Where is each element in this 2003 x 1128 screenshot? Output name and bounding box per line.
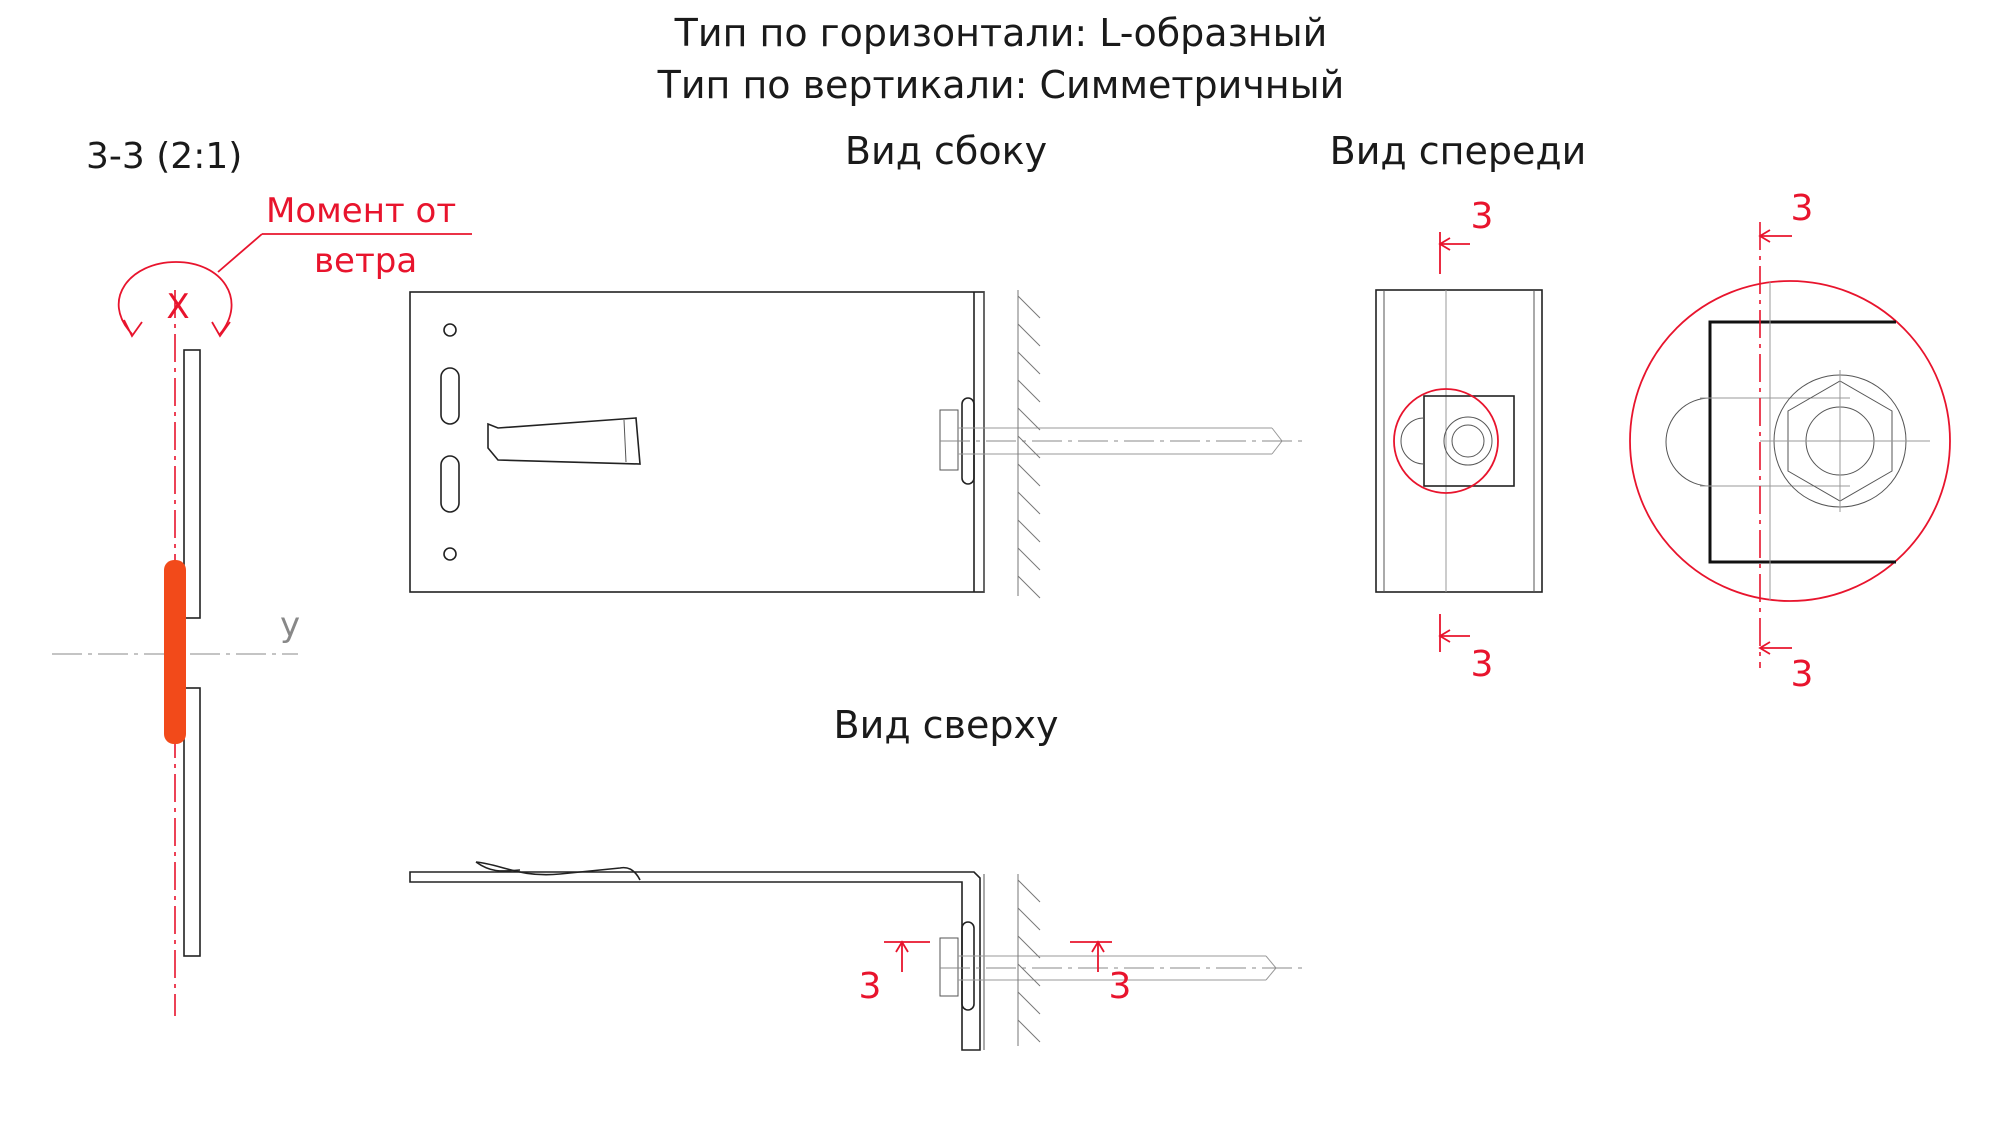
top-bracket-profile: [409, 871, 981, 1051]
slot-upper: [440, 367, 460, 425]
top-washer: [961, 921, 975, 1011]
top-cut-label-right: 3: [1109, 966, 1132, 1007]
front-view: Вид спереди 3 3: [1330, 129, 1587, 685]
top-cut-mark-right-head: [1091, 940, 1105, 953]
front-square-plate: [1423, 395, 1515, 487]
moment-label-line-2: ветра: [314, 241, 417, 281]
bracket-body: [409, 291, 985, 593]
front-bolt-shank: [1451, 424, 1485, 458]
clip-edge: [623, 419, 627, 463]
wall-hatch-stroke: [1017, 379, 1041, 403]
front-bolt-head: [1443, 416, 1493, 466]
wall-hatch-stroke: [1017, 491, 1041, 515]
wall-hatch-stroke: [1017, 351, 1041, 375]
wall-hatch-stroke: [1017, 963, 1041, 987]
header-line-2: Тип по вертикали: Симметричный: [657, 63, 1345, 107]
moment-leader-line: [217, 233, 263, 273]
bolt-head: [939, 409, 959, 471]
hole-top: [443, 323, 457, 337]
wall-hatch-stroke: [1017, 907, 1041, 931]
front-cut-label-bottom: 3: [1471, 644, 1494, 685]
clip-tongue: [487, 417, 641, 465]
top-view: Вид сверху 3 3: [409, 703, 1306, 1051]
front-cut-label-top: 3: [1471, 196, 1494, 237]
wall-hatch-stroke: [1017, 463, 1041, 487]
front-cut-mark-top-head: [1438, 237, 1451, 251]
wall-hatch-stroke: [1017, 435, 1041, 459]
moment-arrowhead-left: [123, 319, 143, 338]
top-cut-mark-left-head: [895, 940, 909, 953]
wall-hatch-stroke: [1017, 519, 1041, 543]
detail-cut-head-top: [1758, 229, 1771, 243]
hole-bottom: [443, 547, 457, 561]
moment-label-line-1: Момент от: [266, 191, 456, 231]
section-3-3: 3-3 (2:1) Момент от ветра X y: [52, 136, 472, 1016]
lower-plate: [183, 687, 201, 957]
side-view-title: Вид сбоку: [845, 129, 1047, 173]
wall-hatch-stroke: [1017, 323, 1041, 347]
front-view-title: Вид спереди: [1330, 129, 1587, 173]
wall-hatch-stroke: [1017, 879, 1041, 903]
header-line-1: Тип по горизонтали: L-образный: [674, 11, 1328, 55]
top-cut-label-left: 3: [859, 966, 882, 1007]
wall-hatch-stroke: [1017, 407, 1041, 431]
top-bolt-head: [939, 937, 959, 997]
y-axis-label: y: [280, 605, 300, 645]
upper-plate: [183, 349, 201, 619]
top-clip-tip: [475, 861, 521, 872]
x-axis-label: X: [166, 287, 189, 327]
wall-hatch-stroke: [1017, 991, 1041, 1015]
section-title: 3-3 (2:1): [86, 136, 242, 177]
moment-arc-arrow: [118, 261, 233, 335]
wall-hatch-stroke: [1017, 935, 1041, 959]
side-view: Вид сбоку: [409, 129, 1306, 599]
detail-cut-label-bottom: 3: [1791, 654, 1814, 695]
detail-square-plate: [1708, 320, 1896, 564]
front-cut-mark-bottom-head: [1438, 629, 1451, 643]
detail-view: 3 3: [1629, 188, 1951, 695]
wall-hatch-stroke: [1017, 547, 1041, 571]
top-clip-upper: [475, 861, 641, 881]
slot-lower: [440, 455, 460, 513]
top-view-title: Вид сверху: [834, 703, 1059, 747]
detail-cut-label-top: 3: [1791, 188, 1814, 229]
moment-arrowhead-right: [211, 321, 231, 338]
wall-hatch-stroke: [1017, 295, 1041, 319]
detail-cut-head-bottom: [1758, 641, 1771, 655]
detail-slot-arc: [1665, 397, 1711, 487]
front-slot-arc: [1400, 417, 1425, 465]
wall-hatch-stroke: [1017, 575, 1041, 599]
wall-hatch-top: [1017, 874, 1041, 1046]
wall-hatch-side: [1017, 290, 1041, 599]
front-bracket-body: [1375, 289, 1543, 593]
detail-boundary-circle: [1629, 280, 1951, 602]
front-detail-circle: [1393, 388, 1499, 494]
wall-hatch-stroke: [1017, 1019, 1041, 1043]
highlighted-weld: [164, 560, 186, 744]
